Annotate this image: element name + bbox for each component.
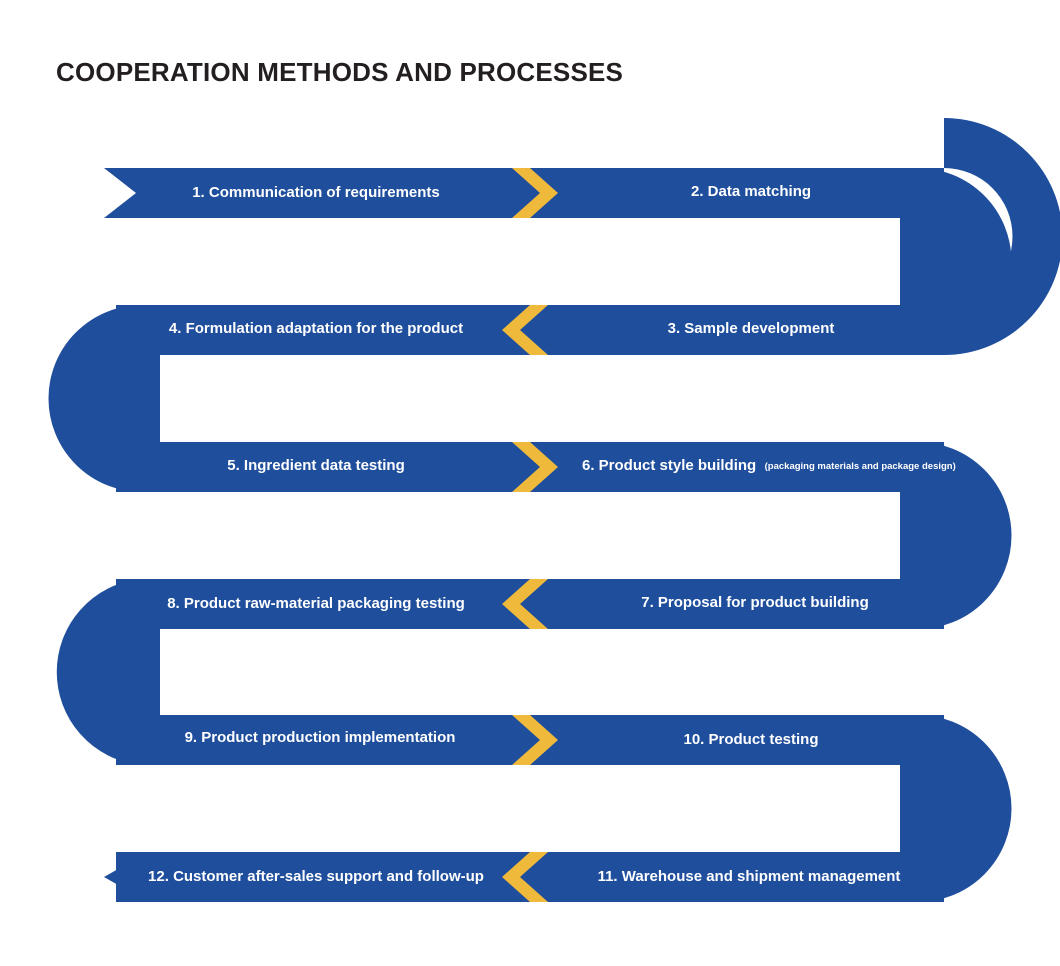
ribbon-path-group xyxy=(48,118,1060,902)
step-label-6: 6. Product style building xyxy=(582,457,756,474)
step-label-7: 7. Proposal for product building xyxy=(641,594,869,611)
uturn-left-1 xyxy=(48,305,160,492)
step-label-12: 12. Customer after-sales support and fol… xyxy=(148,868,484,885)
step-sublabel-6: (packaging materials and package design) xyxy=(765,461,956,472)
uturn-right-3 xyxy=(900,715,1012,902)
step-label-11: 11. Warehouse and shipment management xyxy=(598,868,901,885)
chevron-right-icon xyxy=(512,442,558,492)
end-arrowhead xyxy=(104,852,148,902)
chevron-right-icon xyxy=(512,715,558,765)
chevron-right-icon xyxy=(512,168,558,218)
chevron-group xyxy=(502,168,558,902)
step-label-6-group: 6. Product style building (packaging mat… xyxy=(582,457,956,474)
chevron-left-icon xyxy=(502,852,548,902)
step-label-9: 9. Product production implementation xyxy=(185,729,456,746)
step-label-10: 10. Product testing xyxy=(683,731,818,748)
hairpin-right-1 xyxy=(944,118,1060,355)
step-label-4: 4. Formulation adaptation for the produc… xyxy=(169,320,463,337)
step-label-8: 8. Product raw-material packaging testin… xyxy=(167,595,465,612)
chevron-left-icon xyxy=(502,579,548,629)
page-title: COOPERATION METHODS AND PROCESSES xyxy=(56,57,624,87)
step-label-1: 1. Communication of requirements xyxy=(192,184,440,201)
uturn-left-2 xyxy=(56,579,160,765)
step-labels-group: 1. Communication of requirements 2. Data… xyxy=(148,183,956,885)
step-label-3: 3. Sample development xyxy=(668,320,835,337)
chevron-left-icon xyxy=(502,305,548,355)
uturn-right-1 xyxy=(900,168,1012,355)
step-label-5: 5. Ingredient data testing xyxy=(227,457,405,474)
step-label-2: 2. Data matching xyxy=(691,183,811,200)
uturn-right-2 xyxy=(900,442,1012,629)
